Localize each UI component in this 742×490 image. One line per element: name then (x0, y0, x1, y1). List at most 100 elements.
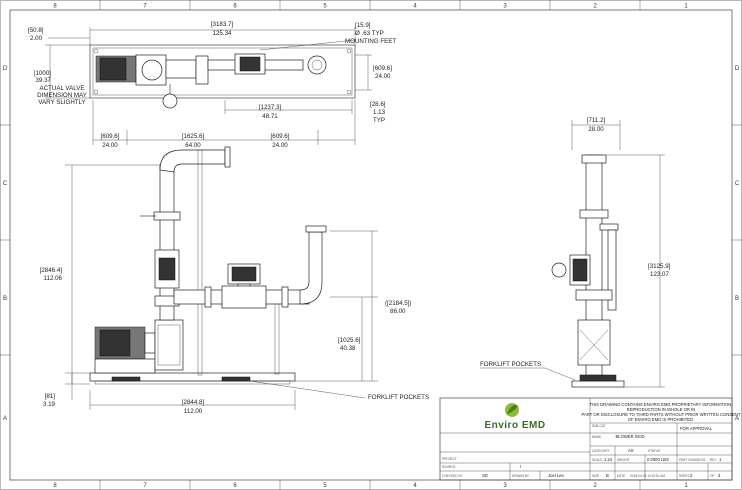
sheet-value: 2 (690, 473, 693, 478)
zone-top-2: 2 (593, 4, 597, 10)
side-blower (577, 319, 611, 366)
mount-foot-2 (346, 48, 352, 54)
front-riser-flange (224, 146, 231, 168)
front-outlet-support (274, 303, 280, 375)
front-support-post (197, 149, 203, 376)
drawn-by-value: Joel Lee (548, 473, 565, 478)
dim-side-width-in: 28.00 (588, 126, 604, 133)
date-value: 2018-04-03 10:22:51 AM (630, 474, 665, 478)
name-label: NAME (592, 435, 601, 439)
zone-bottom-6: 6 (233, 483, 237, 489)
zone-top-1: 1 (684, 4, 688, 10)
notice-line-3: PART OR DISCLOSURE TO THIRD PARTS WITHOU… (582, 412, 741, 417)
part-label: PART (679, 458, 687, 462)
zone-right-c: C (735, 181, 740, 187)
side-actuator-body (572, 258, 588, 282)
dim-mount-feet-txt: Ø .63 TYP (355, 30, 384, 37)
scale-label: SCALE (592, 458, 602, 462)
weight-label: WEIGHT (617, 458, 630, 462)
forklift-label-front: FORKLIFT POCKETS (368, 394, 429, 401)
top-blower-housing (141, 59, 163, 81)
dim-bottom-right-mm: [609.6] (271, 133, 290, 140)
zone-top-7: 7 (143, 4, 147, 10)
mount-foot-1 (93, 48, 99, 54)
top-actuator-body (239, 56, 261, 72)
dim-right-mm: [609.6] (373, 65, 392, 72)
source-value: I (520, 464, 521, 469)
valve-note-2: DIMENSION MAY (37, 92, 87, 99)
top-motor-body (99, 57, 127, 81)
dim-right-in: 24.00 (375, 73, 391, 80)
source-label: SOURCE (442, 465, 456, 469)
dim-inlet-in: 40.38 (340, 345, 356, 352)
title-block: Enviro EMD THIS DRAWING CONTAINS ENVIRO … (439, 397, 741, 481)
category-label: CATEGORY (592, 449, 610, 453)
front-outlet-flange (305, 225, 327, 233)
side-mid-flange (575, 289, 613, 301)
valve-note-1: ACTUAL VALVE (40, 85, 85, 92)
top-gauge (162, 93, 178, 109)
top-skid-inner (92, 47, 353, 96)
zone-top-4: 4 (413, 4, 417, 10)
zone-top-3: 3 (503, 4, 507, 10)
zone-left-d: D (3, 66, 8, 72)
zone-left-b: B (3, 296, 7, 302)
checked-by-label: CHECKED BY (442, 474, 464, 478)
side-view (551, 154, 625, 388)
front-skid-rail (94, 380, 291, 385)
front-view (89, 146, 327, 385)
zone-top-8: 8 (53, 4, 57, 10)
company-logo: Enviro EMD (484, 403, 545, 431)
part-value: 2016052-B1 (688, 458, 706, 462)
weight-value: 0.0000 LBS (647, 457, 669, 462)
front-dim-lines (65, 164, 378, 410)
zone-right-b: B (735, 296, 739, 302)
rev-label: REV (710, 458, 717, 462)
side-forklift-pocket (579, 374, 617, 382)
front-blower (154, 319, 184, 371)
logo-text: Enviro EMD (484, 420, 545, 431)
top-skid-outline (89, 44, 356, 99)
top-silencer (165, 59, 197, 79)
front-discharge-flange-1 (204, 286, 212, 308)
front-butterfly-valve (221, 285, 267, 309)
dim-side-height-mm: [3125.9] (648, 263, 671, 270)
for-approval: FOR APPROVAL (680, 426, 713, 431)
side-outlet-pipe (607, 229, 617, 311)
dim-base-in: 3.19 (43, 401, 56, 408)
front-motor-body (99, 329, 131, 357)
notice-line-4: OF ENVIRO EMD IS PROHIBITED. (628, 417, 695, 422)
zone-bottom-7: 7 (143, 483, 147, 489)
dim-side-width-mm: [711.2] (587, 117, 606, 124)
dim-width-mm: [1000] (34, 70, 51, 77)
top-dim-lines (45, 27, 372, 145)
dim-bottom-center-in: 64.00 (185, 142, 201, 149)
zone-top-5: 5 (323, 4, 327, 10)
front-riser-valve-flange (153, 211, 181, 221)
sub-cat-label: SUB CAT (592, 424, 606, 428)
rev-value: 1 (719, 457, 722, 462)
category-value: AS (628, 448, 634, 453)
mount-foot-4 (346, 89, 352, 95)
mount-foot-3 (93, 89, 99, 95)
side-skid-base (571, 380, 625, 388)
dim-inlet-mm: [1025.6] (338, 337, 361, 344)
dim-foot-in: 1.13 (373, 109, 386, 116)
forklift-label-side: FORKLIFT POCKETS (480, 361, 541, 368)
forklift-pocket-1 (111, 376, 141, 382)
dim-height-mm: [2846.4] (40, 267, 63, 274)
dim-edge-in: 2.00 (30, 35, 43, 42)
status-label: STATUS (648, 449, 660, 453)
title-block-frame (439, 397, 733, 481)
zone-right-a: A (735, 416, 739, 422)
front-check-valve-body (158, 257, 176, 281)
notice-line-1: THIS DRAWING CONTAINS ENVIRO EMD PROPRIE… (589, 402, 732, 407)
name-value: BLOWER SKID (615, 434, 644, 439)
front-discharge-flange-2 (281, 286, 289, 308)
dim-foot-typ: TYP (373, 117, 385, 124)
date-label: DATE (617, 474, 625, 478)
dim-width-in: 39.37 (36, 77, 52, 84)
drawn-by-label: DRAWN BY (512, 474, 530, 478)
